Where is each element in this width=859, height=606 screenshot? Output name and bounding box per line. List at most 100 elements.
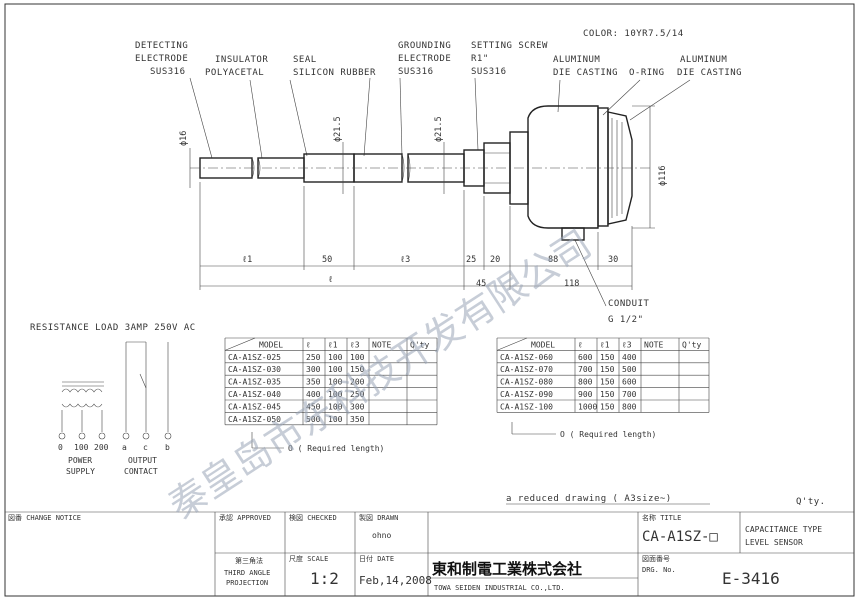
svg-text:ELECTRODE: ELECTRODE [398, 54, 451, 64]
table-right-cell: CA-A1SZ-100 [500, 402, 553, 411]
projection-label-2: PROJECTION [226, 579, 268, 587]
title-label: 名称 TITLE [642, 513, 681, 522]
table-right-cell: 800 [622, 402, 637, 411]
required-length-note-right: O ( Required length) [560, 430, 656, 439]
housing-body [527, 105, 599, 229]
table-left-cell: 100 [328, 390, 343, 399]
table-left-cell: 300 [306, 365, 321, 374]
part-label-seal: SEAL SILICON RUBBER [293, 55, 375, 78]
table-right-cell: 700 [622, 390, 637, 399]
terminal-b: b [165, 443, 170, 452]
svg-text:SETTING SCREW: SETTING SCREW [471, 41, 548, 51]
table-left-cell: CA-A1SZ-040 [228, 390, 281, 399]
dim-l: ℓ [328, 275, 333, 285]
reduced-drawing-note: a reduced drawing ( A3size~) [506, 494, 672, 504]
dim-phi215-a: ϕ21.5 [333, 116, 343, 142]
table-right-cell: 150 [600, 353, 615, 362]
part-label-aluminum-die-casting-2: ALUMINUM DIE CASTING [677, 55, 742, 78]
company-name-en: TOWA SEIDEN INDUSTRIAL CO.,LTD. [434, 584, 565, 592]
table-left-cell: 500 [306, 415, 321, 424]
dim-l1: ℓ1 [242, 255, 252, 265]
sheet-border [4, 3, 855, 597]
conduit-port [561, 227, 585, 241]
approved-label: 承認 APPROVED [219, 513, 271, 522]
svg-text:SUS316: SUS316 [398, 67, 434, 77]
dim-phi215-b: ϕ21.5 [434, 116, 444, 142]
drawn-label: 製図 DRAWN [359, 513, 398, 522]
title-model: CA-A1SZ-□ [642, 529, 718, 545]
change-notice-label: 図番 CHANGE NOTICE [8, 514, 81, 522]
svg-text:INSULATOR: INSULATOR [215, 55, 268, 65]
table-left-cell: 250 [350, 390, 365, 399]
svg-text:R1": R1" [471, 54, 489, 64]
dim-l3: ℓ3 [400, 255, 410, 265]
terminal-0: 0 [58, 443, 63, 452]
part-label-setting-screw: SETTING SCREW R1" SUS316 [471, 41, 548, 77]
table-left-cell: 100 [328, 365, 343, 374]
table-right-header-4: NOTE [644, 340, 663, 349]
resistance-load-label: RESISTANCE LOAD 3AMP 250V AC [30, 323, 196, 333]
table-left-cell: 100 [328, 353, 343, 362]
table-right-cell: 150 [600, 390, 615, 399]
table-right-cell: CA-A1SZ-090 [500, 390, 553, 399]
svg-text:ALUMINUM: ALUMINUM [680, 55, 727, 65]
output-contact-label-2: CONTACT [124, 467, 158, 476]
table-right-cell: 400 [622, 353, 637, 362]
drawing-number: E-3416 [722, 569, 780, 588]
housing-cap [607, 111, 633, 225]
diameter-dimensions: ϕ16 ϕ21.5 ϕ21.5 ϕ116 [179, 105, 668, 229]
dim-25: 25 [466, 255, 476, 265]
part-label-insulator: INSULATOR POLYACETAL [205, 55, 268, 78]
table-right-header-2: ℓ1 [600, 340, 610, 349]
scale-value: 1:2 [310, 569, 339, 588]
table-right-cell: 800 [578, 378, 593, 387]
power-supply-label: POWER [68, 456, 92, 465]
date-label: 日付 DATE [359, 554, 394, 563]
checked-label: 検図 CHECKED [289, 513, 337, 522]
svg-text:SEAL: SEAL [293, 55, 317, 65]
part-label-aluminum-die-casting: ALUMINUM DIE CASTING [553, 55, 618, 78]
table-left-header-3: ℓ3 [350, 340, 360, 349]
dim-phi116: ϕ116 [658, 166, 668, 186]
table-left-cell: CA-A1SZ-035 [228, 378, 281, 387]
dim-45: 45 [476, 279, 486, 289]
probe-drawing [190, 105, 650, 241]
terminal-c: c [143, 443, 148, 452]
dim-88: 88 [548, 255, 558, 265]
svg-text:SUS316: SUS316 [150, 67, 186, 77]
table-left-cell: 350 [306, 378, 321, 387]
table-left-header-2: ℓ1 [328, 340, 338, 349]
table-left-cell: CA-A1SZ-045 [228, 402, 281, 411]
table-right-cell: CA-A1SZ-060 [500, 353, 553, 362]
table-right-cell: 600 [622, 378, 637, 387]
table-left-cell: 200 [350, 378, 365, 387]
qty-label: Q'ty. [796, 497, 826, 507]
required-length-note-left: O ( Required length) [288, 444, 384, 453]
table-left-cell: 250 [306, 353, 321, 362]
svg-text:GROUNDING: GROUNDING [398, 41, 451, 51]
table-right-cell: 700 [578, 365, 593, 374]
table-right-cell: CA-A1SZ-080 [500, 378, 553, 387]
conduit-size: G 1/2" [608, 315, 644, 325]
table-right-cell: 900 [578, 390, 593, 399]
table-left-cell: 400 [306, 390, 321, 399]
title-desc-1: CAPACITANCE TYPE [745, 525, 822, 534]
drg-no-label: DRG. No. [642, 566, 676, 574]
terminal-a: a [122, 443, 127, 452]
table-left-cell: 100 [328, 415, 343, 424]
table-left-cell: CA-A1SZ-050 [228, 415, 281, 424]
drawn-by: ohno [372, 531, 391, 540]
table-left-cell: 450 [306, 402, 321, 411]
table-right-header-5: Q'ty [682, 340, 701, 349]
part-label-detecting-electrode: DETECTING ELECTRODE SUS316 [135, 41, 188, 77]
table-right-cell: CA-A1SZ-070 [500, 365, 553, 374]
table-left-header-4: NOTE [372, 340, 391, 349]
title-desc-2: LEVEL SENSOR [745, 538, 803, 547]
table-right-header-3: ℓ3 [622, 340, 632, 349]
table-right-cell: 150 [600, 402, 615, 411]
dim-phi16: ϕ16 [179, 131, 189, 146]
part-label-grounding-electrode: GROUNDING ELECTRODE SUS316 [398, 41, 451, 77]
